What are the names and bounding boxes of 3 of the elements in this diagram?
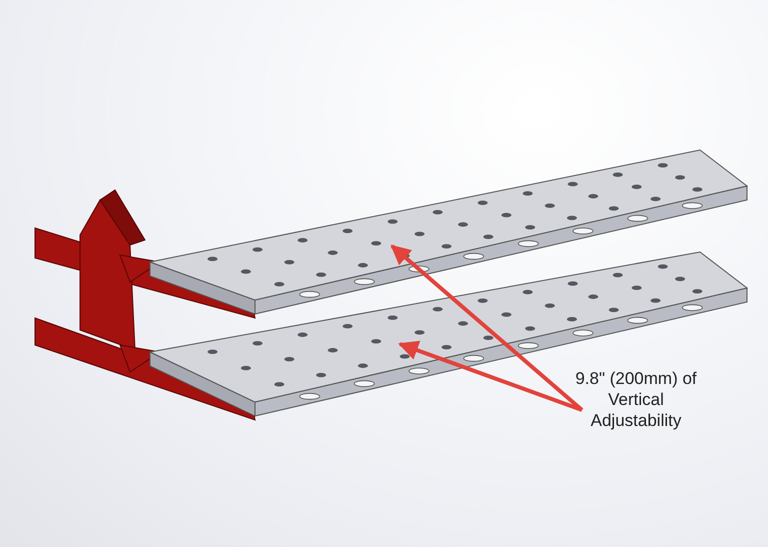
leader-arrow — [398, 340, 583, 412]
leader-arrow — [390, 244, 584, 412]
callout-text: 9.8" (200mm) of Vertical Adjustability — [575, 368, 697, 431]
